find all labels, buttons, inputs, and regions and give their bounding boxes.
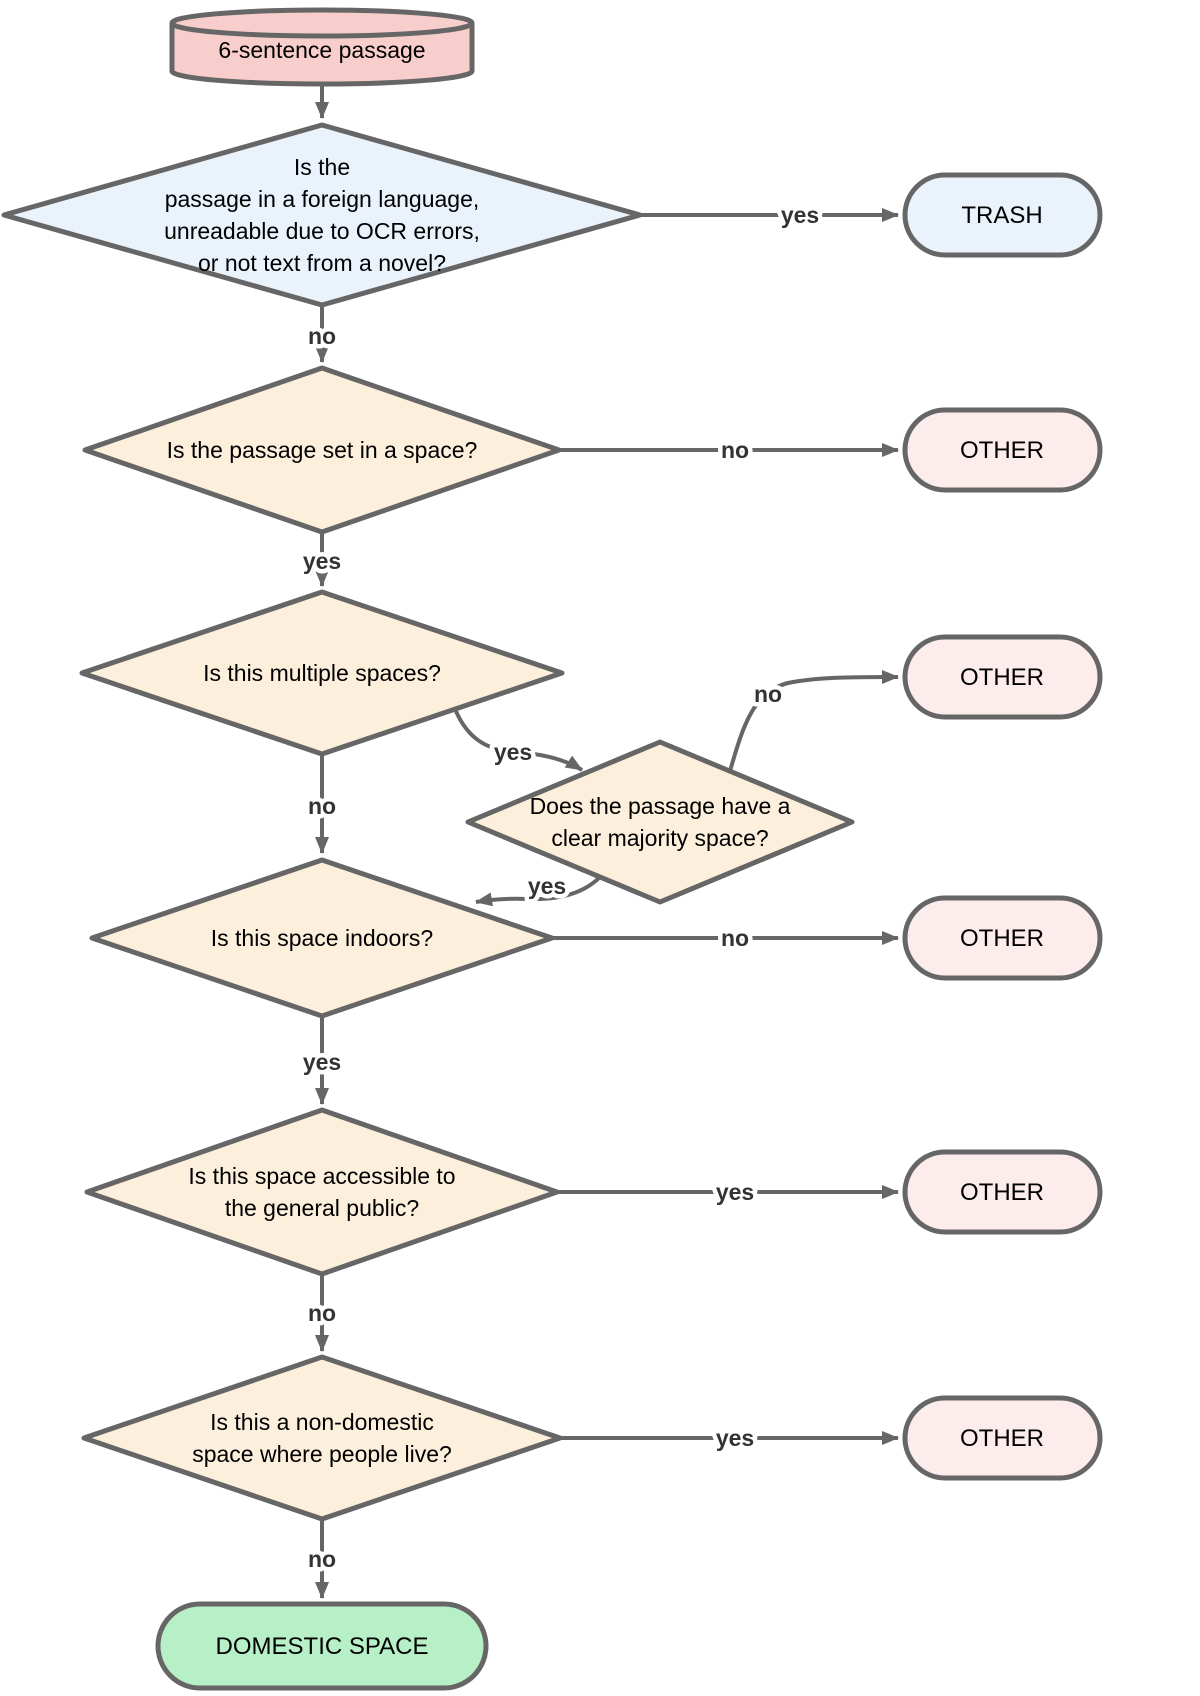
edge-label-public-yes: yes	[716, 1179, 754, 1205]
decision-multiple-spaces: Is this multiple spaces?	[79, 589, 565, 757]
edge-labels: yes no no yes no yes no yes no yes yes n…	[298, 198, 823, 1577]
edge-label-multiple-no: no	[308, 793, 336, 819]
decision-novel-check: Is the passage in a foreign language, un…	[1, 122, 643, 308]
decision-non-domestic: Is this a non-domestic space where peopl…	[81, 1354, 563, 1522]
arrow-majority-space-yes-to-indoors	[475, 875, 602, 907]
arrow-majority-space-no-to-other	[728, 670, 899, 772]
edge-label-nondomestic-yes: yes	[716, 1425, 754, 1451]
terminal-other-3-label: OTHER	[960, 925, 1044, 952]
decision-majority-space-shape	[465, 739, 855, 905]
edge-label-majority-no: no	[754, 681, 782, 707]
terminal-domestic-space-shape	[155, 1601, 489, 1691]
edge-label-novel-yes: yes	[781, 202, 819, 228]
terminal-other-5-label: OTHER	[960, 1425, 1044, 1452]
terminal-trash-shape	[902, 172, 1103, 258]
decision-public-access-shape	[84, 1107, 560, 1277]
decision-multiple-spaces-label: Is this multiple spaces?	[203, 660, 441, 686]
edge-label-multiple-yes: yes	[494, 739, 532, 765]
decision-majority-space-line2: clear majority space?	[551, 825, 768, 851]
decision-indoors-label: Is this space indoors?	[211, 925, 433, 951]
terminal-other-1-shape	[902, 407, 1103, 493]
decision-set-in-space-label: Is the passage set in a space?	[167, 437, 478, 463]
terminal-other-5: OTHER	[902, 1395, 1103, 1481]
terminal-domestic-space-label: DOMESTIC SPACE	[216, 1633, 429, 1660]
terminal-trash: TRASH	[902, 172, 1103, 258]
cylinder-shape	[169, 7, 475, 87]
start-node: 6-sentence passage	[169, 7, 475, 87]
decision-indoors-shape	[89, 857, 555, 1019]
decision-majority-space-line1: Does the passage have a	[530, 793, 791, 819]
edge-label-indoors-yes: yes	[303, 1049, 341, 1075]
edge-label-nondomestic-no: no	[308, 1546, 336, 1572]
decision-public-access-line1: Is this space accessible to	[188, 1163, 455, 1189]
cylinder-rim	[169, 21, 475, 39]
edge-label-public-no: no	[308, 1300, 336, 1326]
terminal-other-4-label: OTHER	[960, 1179, 1044, 1206]
edge-label-space-yes: yes	[303, 548, 341, 574]
decision-majority-space: Does the passage have a clear majority s…	[465, 739, 855, 905]
decision-set-in-space: Is the passage set in a space?	[82, 365, 562, 535]
decision-novel-check-shape	[1, 122, 643, 308]
decision-multiple-spaces-shape	[79, 589, 565, 757]
terminal-other-1-label: OTHER	[960, 437, 1044, 464]
terminal-domestic-space: DOMESTIC SPACE	[155, 1601, 489, 1691]
decision-indoors: Is this space indoors?	[89, 857, 555, 1019]
decision-public-access: Is this space accessible to the general …	[84, 1107, 560, 1277]
edge-label-novel-no: no	[308, 323, 336, 349]
arrow-multiple-spaces-yes-to-majority-space	[453, 708, 584, 772]
terminal-other-3-shape	[902, 895, 1103, 981]
terminal-other-3: OTHER	[902, 895, 1103, 981]
decision-non-domestic-line2: space where people live?	[192, 1441, 452, 1467]
terminal-other-1: OTHER	[902, 407, 1103, 493]
terminal-other-4: OTHER	[902, 1149, 1103, 1235]
edges	[315, 85, 899, 1599]
edge-label-majority-yes: yes	[528, 873, 566, 899]
decision-novel-check-line3: unreadable due to OCR errors,	[164, 218, 480, 244]
decision-novel-check-line2: passage in a foreign language,	[165, 186, 480, 212]
decision-non-domestic-shape	[81, 1354, 563, 1522]
edge-label-space-no: no	[721, 437, 749, 463]
terminal-other-2-shape	[902, 634, 1103, 720]
start-label: 6-sentence passage	[218, 37, 425, 63]
decision-public-access-line2: the general public?	[225, 1195, 419, 1221]
terminal-other-2: OTHER	[902, 634, 1103, 720]
decision-set-in-space-shape	[82, 365, 562, 535]
decision-novel-check-line1: Is the	[294, 154, 350, 180]
terminal-other-4-shape	[902, 1149, 1103, 1235]
edge-label-indoors-no: no	[721, 925, 749, 951]
decision-non-domestic-line1: Is this a non-domestic	[210, 1409, 434, 1435]
terminal-other-5-shape	[902, 1395, 1103, 1481]
terminal-trash-label: TRASH	[961, 202, 1042, 229]
decision-novel-check-line4: or not text from a novel?	[198, 250, 446, 276]
terminal-other-2-label: OTHER	[960, 664, 1044, 691]
